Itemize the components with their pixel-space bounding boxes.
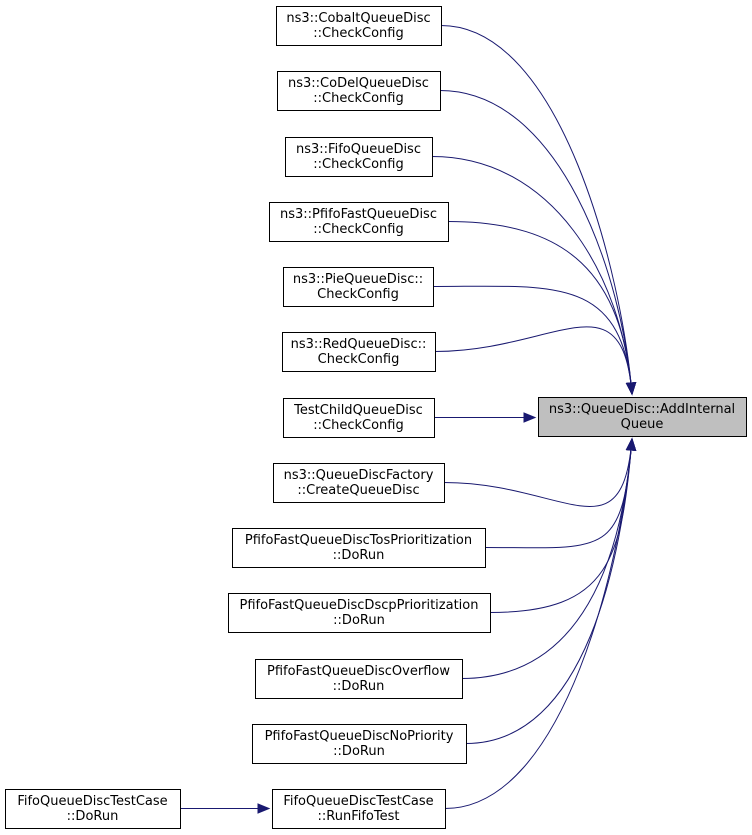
- node-codel[interactable]: ns3::CoDelQueueDisc::CheckConfig: [277, 71, 441, 111]
- edge-factory-to-target: [443, 438, 633, 507]
- node-red[interactable]: ns3::RedQueueDisc::CheckConfig: [282, 332, 436, 372]
- node-box-overflow[interactable]: [255, 659, 463, 699]
- node-box-cobalt[interactable]: [276, 6, 442, 46]
- node-label-fifodorun-line-1: FifoQueueDiscTestCase: [17, 794, 167, 809]
- node-label-fifo-line-2: ::CheckConfig: [313, 157, 403, 172]
- edge-tos-to-target: [484, 438, 633, 549]
- node-box-runfifo[interactable]: [272, 789, 446, 829]
- edge-fifo-to-target: [431, 156, 633, 395]
- node-label-runfifo-line-1: FifoQueueDiscTestCase: [283, 794, 433, 809]
- node-box-dscp[interactable]: [228, 593, 491, 633]
- node-pfifo[interactable]: ns3::PfifoFastQueueDisc::CheckConfig: [269, 202, 449, 242]
- node-label-runfifo-line-2: ::RunFifoTest: [318, 809, 400, 824]
- node-box-nopriority[interactable]: [252, 724, 467, 764]
- node-label-red-line-2: CheckConfig: [318, 352, 400, 367]
- node-label-testchild-line-1: TestChildQueueDisc: [293, 403, 423, 418]
- node-box-fifo[interactable]: [285, 137, 433, 177]
- node-label-red-line-1: ns3::RedQueueDisc::: [291, 337, 427, 352]
- edge-nopriority-to-target: [465, 438, 633, 744]
- edges-layer: [180, 25, 637, 814]
- arrowhead-red: [625, 382, 637, 396]
- node-label-nopriority-line-1: PfifoFastQueueDiscNoPriority: [265, 729, 454, 744]
- nodes-layer: ns3::CobaltQueueDisc::CheckConfigns3::Co…: [5, 6, 747, 829]
- node-label-tos-line-2: ::DoRun: [333, 548, 385, 563]
- edge-red-to-target: [434, 326, 633, 395]
- node-label-cobalt-line-2: ::CheckConfig: [313, 26, 403, 41]
- node-label-dscp-line-1: PfifoFastQueueDiscDscpPrioritization: [240, 598, 479, 613]
- node-box-target[interactable]: [538, 397, 747, 437]
- node-label-tos-line-1: PfifoFastQueueDiscTosPrioritization: [245, 533, 472, 548]
- node-label-target-line-1: ns3::QueueDisc::AddInternal: [549, 402, 735, 417]
- node-label-factory-line-1: ns3::QueueDiscFactory: [284, 468, 434, 483]
- node-label-pie-line-1: ns3::PieQueueDisc::: [293, 272, 423, 287]
- node-label-factory-line-2: ::CreateQueueDisc: [297, 483, 419, 498]
- node-box-red[interactable]: [282, 332, 436, 372]
- node-label-nopriority-line-2: ::DoRun: [333, 744, 385, 759]
- node-nopriority[interactable]: PfifoFastQueueDiscNoPriority::DoRun: [252, 724, 467, 764]
- node-box-codel[interactable]: [277, 71, 441, 111]
- node-factory[interactable]: ns3::QueueDiscFactory::CreateQueueDisc: [273, 463, 445, 503]
- node-label-codel-line-2: ::CheckConfig: [313, 91, 403, 106]
- edge-dscp-to-target: [489, 438, 633, 613]
- edge-pfifo-to-target: [447, 221, 633, 395]
- edge-pie-to-target: [432, 285, 633, 395]
- node-label-fifodorun-line-2: ::DoRun: [67, 809, 119, 824]
- node-label-pfifo-line-2: ::CheckConfig: [313, 222, 403, 237]
- arrowhead-testchild: [523, 412, 537, 423]
- node-label-pie-line-2: CheckConfig: [317, 287, 399, 302]
- node-box-fifodorun[interactable]: [5, 789, 181, 829]
- node-box-pie[interactable]: [283, 267, 434, 307]
- node-dscp[interactable]: PfifoFastQueueDiscDscpPrioritization::Do…: [228, 593, 491, 633]
- node-label-dscp-line-2: ::DoRun: [333, 613, 385, 628]
- edge-runfifo-to-target: [444, 438, 633, 809]
- node-fifo[interactable]: ns3::FifoQueueDisc::CheckConfig: [285, 137, 433, 177]
- node-overflow[interactable]: PfifoFastQueueDiscOverflow::DoRun: [255, 659, 463, 699]
- node-box-tos[interactable]: [232, 528, 486, 568]
- node-pie[interactable]: ns3::PieQueueDisc::CheckConfig: [283, 267, 434, 307]
- node-label-codel-line-1: ns3::CoDelQueueDisc: [288, 76, 429, 91]
- node-label-cobalt-line-1: ns3::CobaltQueueDisc: [286, 11, 430, 26]
- edge-codel-to-target: [439, 90, 633, 395]
- node-tos[interactable]: PfifoFastQueueDiscTosPrioritization::DoR…: [232, 528, 486, 568]
- node-label-testchild-line-2: ::CheckConfig: [313, 418, 403, 433]
- edge-overflow-to-target: [461, 438, 633, 679]
- node-label-fifo-line-1: ns3::FifoQueueDisc: [296, 142, 421, 157]
- node-cobalt[interactable]: ns3::CobaltQueueDisc::CheckConfig: [276, 6, 442, 46]
- edge-cobalt-to-target: [440, 25, 633, 395]
- node-fifodorun[interactable]: FifoQueueDiscTestCase::DoRun: [5, 789, 181, 829]
- node-box-pfifo[interactable]: [269, 202, 449, 242]
- node-label-target-line-2: Queue: [621, 417, 664, 432]
- node-label-overflow-line-1: PfifoFastQueueDiscOverflow: [267, 664, 450, 679]
- node-runfifo[interactable]: FifoQueueDiscTestCase::RunFifoTest: [272, 789, 446, 829]
- node-testchild[interactable]: TestChildQueueDisc::CheckConfig: [283, 398, 435, 438]
- node-box-factory[interactable]: [273, 463, 445, 503]
- node-box-testchild[interactable]: [283, 398, 435, 438]
- node-label-pfifo-line-1: ns3::PfifoFastQueueDisc: [280, 207, 437, 222]
- arrowhead-runfifo: [625, 437, 637, 451]
- node-label-overflow-line-2: ::DoRun: [333, 679, 385, 694]
- arrowhead-fifodorun: [257, 803, 271, 814]
